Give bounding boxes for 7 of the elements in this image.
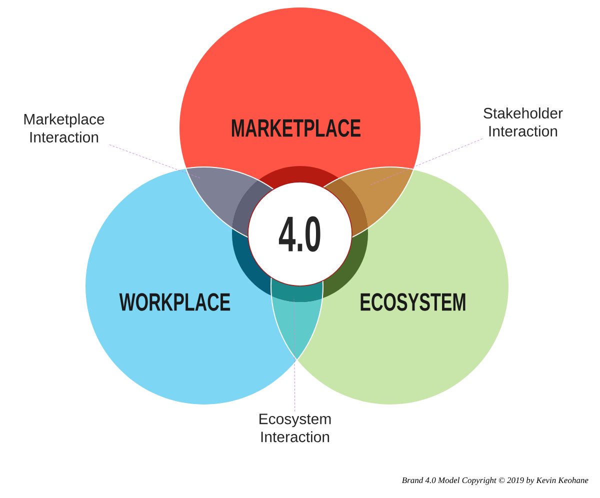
callout-label: Ecosystem Interaction [260,414,331,442]
callout-label: Marketplace Interaction [24,114,104,142]
leader-line [370,138,483,186]
copyright-caption: Brand 4.0 Model Copyright © 2019 by Kevin Keohane [402,477,588,485]
leader-line [109,144,200,178]
callout-label: Stakeholder Interaction [484,108,563,136]
leader-line [294,298,296,412]
